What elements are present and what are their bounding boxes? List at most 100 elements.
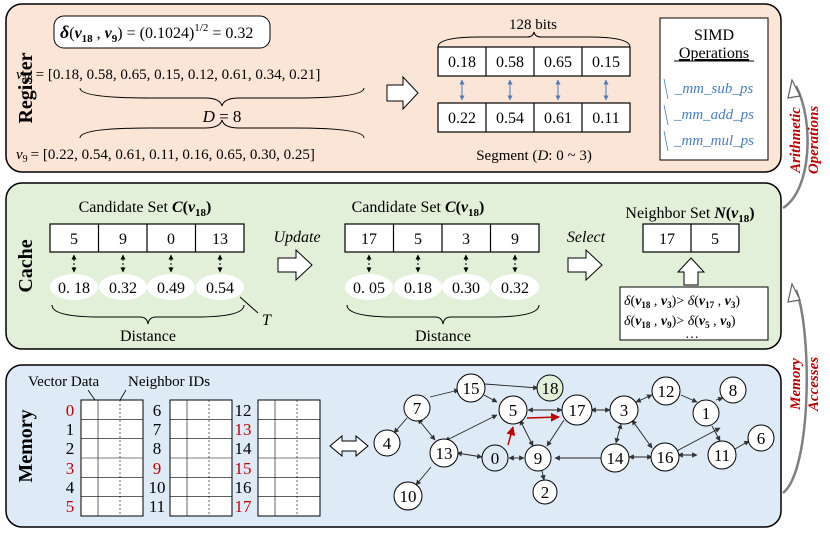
cache-title: Cache [15,239,37,292]
condition-1: δ(v18 , v3)> δ(v17 , v3) [624,294,740,310]
pruning-conditions-box: δ(v18 , v3)> δ(v17 , v3) δ(v18 , v9)> δ(… [619,286,769,342]
neighbor-id-1: 5 [711,231,719,248]
node-7: 7 [403,394,431,422]
node-18-query: 18 [536,374,564,402]
row-id-8: 8 [153,439,162,458]
update-arrow [277,248,313,282]
set1-id-3: 13 [212,231,228,248]
memory-accesses-label-2: Accesses [806,357,822,412]
neighbor-set-label: Neighbor Set N(v18) [625,205,754,225]
svg-text:18: 18 [542,379,559,398]
set2-id-0: 17 [361,231,377,248]
cache-panel: Cache Candidate Set C(v18) 5 9 0 13 0. 1… [5,182,782,350]
arithmetic-label: Arithmetic [788,107,804,174]
segment-label: Segment (D: 0 ~ 3) [476,148,592,164]
svg-text:3: 3 [620,401,629,420]
row-id-16: 16 [235,478,252,497]
candidate-set-1-distances: 0. 18 0.32 0.49 0.54 [50,274,244,300]
candidate-set-1-ids: 5 9 0 13 [49,223,245,253]
set2-dist-1: 0.18 [404,280,432,297]
node-5: 5 [498,395,528,425]
set1-dist-2: 0.49 [157,280,185,297]
row-id-3: 3 [66,459,75,478]
side-arrows: Arithmetic Operations Memory Accesses [782,78,822,494]
simd-op-sub: _mm_sub_ps [674,81,754,97]
svg-text:4: 4 [383,434,392,453]
top-cell-2: 0.65 [544,54,572,71]
node-8: 8 [719,376,747,404]
distance-formula: δ(v18 , v9) = (0.1024)1/2 = 0.32 [60,22,253,45]
row-id-2: 2 [66,439,75,458]
memory-accesses-label-1: Memory [788,358,804,411]
ellipsis: … [685,327,699,342]
row-id-11: 11 [149,497,165,516]
row-id-17: 17 [235,497,253,516]
svg-text:9: 9 [534,449,543,468]
node-11: 11 [707,440,737,470]
bottom-cell-2: 0.61 [544,110,572,127]
simd-title-line1: SIMD [694,27,734,44]
node-9: 9 [524,444,552,472]
node-14: 14 [600,443,630,473]
row-id-4: 4 [66,478,75,497]
node-1: 1 [692,399,720,427]
candidate-set-2-ids: 17 5 3 9 [344,223,540,253]
simd-op-mul: _mm_mul_ps [673,133,754,149]
node-0: 0 [481,444,509,472]
node-10: 10 [393,481,423,511]
threshold-t-label: T [262,312,272,329]
select-label: Select [567,229,606,246]
svg-text:8: 8 [729,381,738,400]
graph-nodes: 15 18 7 5 17 3 12 8 1 4 13 0 9 14 16 11 … [373,373,775,511]
svg-text:6: 6 [757,429,766,448]
set1-dist-0: 0. 18 [58,280,90,297]
svg-text:1: 1 [702,404,711,423]
node-17: 17 [561,394,593,426]
dimension-label: D = 8 [202,107,242,126]
row-id-13: 13 [235,420,252,439]
row-id-12: 12 [235,401,252,420]
bottom-cell-3: 0.11 [592,110,619,127]
node-16: 16 [650,442,680,472]
v18-vector: v18= [0.18, 0.58, 0.65, 0.15, 0.12, 0.61… [16,67,320,85]
node-15: 15 [456,373,486,403]
svg-text:14: 14 [607,449,625,468]
svg-text:12: 12 [658,382,675,401]
bottom-cell-0: 0.22 [448,110,476,127]
up-block-arrow [676,257,706,286]
row-id-10: 10 [149,478,166,497]
set2-id-2: 3 [462,231,470,248]
vector-data-label: Vector Data [28,374,100,390]
candidate-set-1-label: Candidate Set C(v18) [79,199,212,219]
neighbor-set-ids: 17 5 [642,223,740,253]
svg-text:10: 10 [400,487,417,506]
top-cell-3: 0.15 [592,54,620,71]
svg-text:16: 16 [657,448,674,467]
svg-text:5: 5 [509,401,518,420]
set2-id-1: 5 [414,231,422,248]
set2-id-3: 9 [511,231,519,248]
node-13: 13 [429,438,459,468]
bottom-cell-1: 0.54 [496,110,524,127]
distance-label-2: Distance [415,328,471,345]
svg-text:7: 7 [413,399,422,418]
row-id-7: 7 [153,420,162,439]
top-cell-1: 0.58 [496,54,524,71]
update-label: Update [273,229,320,246]
row-id-9: 9 [153,459,162,478]
set2-dist-2: 0.30 [452,280,480,297]
select-arrow [567,248,603,282]
neighbor-id-0: 17 [659,231,675,248]
bottom-register-row: 0.22 0.54 0.61 0.11 [437,102,631,133]
operations-label: Operations [806,106,822,175]
candidate-set-2-label: Candidate Set C(v18) [352,199,485,219]
distance-label-1: Distance [120,328,176,345]
node-12: 12 [651,376,681,406]
set1-id-1: 9 [119,231,127,248]
row-id-6: 6 [153,401,162,420]
simd-op-add: _mm_add_ps [673,107,754,123]
row-id-1: 1 [66,420,75,439]
memory-table-col-2: 6 7 8 9 10 11 [149,399,233,517]
set1-id-2: 0 [167,231,175,248]
v9-vector: v9= [0.22, 0.54, 0.61, 0.11, 0.16, 0.65,… [16,147,315,165]
